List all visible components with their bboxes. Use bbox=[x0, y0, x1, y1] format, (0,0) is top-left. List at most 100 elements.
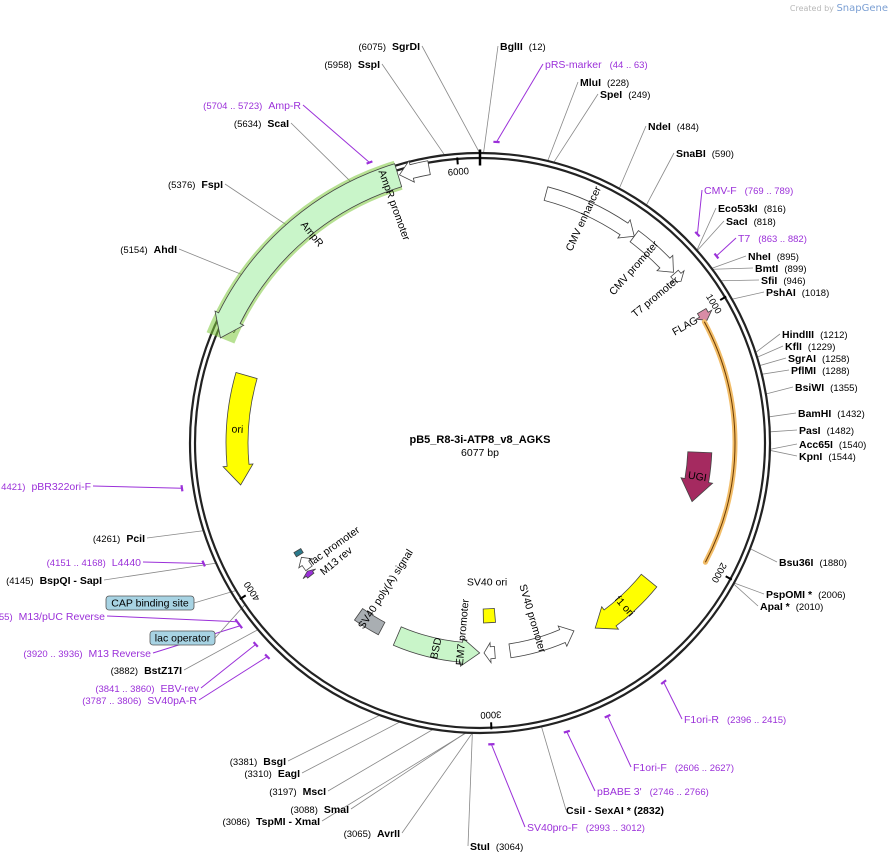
site-label[interactable]: KpnI(1544) bbox=[799, 451, 856, 463]
site-label[interactable]: (3086)TspMI - XmaI bbox=[223, 816, 321, 828]
site-position: (5376) bbox=[168, 180, 195, 191]
primer-mark bbox=[264, 653, 271, 660]
site-label[interactable]: (3197)MscI bbox=[269, 786, 326, 798]
ampr-promoter-feature[interactable] bbox=[398, 159, 431, 183]
t7-promoter-feature[interactable] bbox=[669, 269, 685, 283]
site-label[interactable]: SacI(818) bbox=[726, 216, 776, 228]
site-label[interactable]: BamHI(1432) bbox=[798, 408, 865, 420]
ugi-feature[interactable] bbox=[680, 451, 714, 503]
site-label[interactable]: BglII(12) bbox=[500, 41, 546, 53]
site-name: KflI bbox=[785, 341, 802, 353]
site-position: (1355) bbox=[830, 383, 857, 394]
site-label[interactable]: (5154)AhdI bbox=[120, 244, 177, 256]
sv40-promoter-feature[interactable] bbox=[508, 625, 575, 659]
site-label[interactable]: SfiI(946) bbox=[761, 275, 806, 287]
site-leader bbox=[553, 93, 599, 163]
site-position: (2006) bbox=[818, 590, 845, 601]
site-label[interactable]: (4145)BspQI - SapI bbox=[6, 575, 102, 587]
site-leader bbox=[696, 207, 717, 251]
site-label[interactable]: MluI(228) bbox=[580, 77, 629, 89]
site-label[interactable]: PshAI(1018) bbox=[766, 287, 829, 299]
sv40-polya-feature[interactable] bbox=[353, 608, 386, 636]
site-leader bbox=[711, 255, 747, 269]
sv40-ori-label: SV40 ori bbox=[467, 577, 507, 589]
primer-label[interactable]: T7(863 .. 882) bbox=[738, 233, 807, 245]
site-label[interactable]: ApaI *(2010) bbox=[760, 601, 823, 613]
cap-binding-site-box[interactable] bbox=[105, 595, 195, 611]
lac-operator-box[interactable] bbox=[149, 630, 216, 646]
site-label[interactable]: PasI(1482) bbox=[799, 425, 854, 437]
primer-label[interactable]: (3841 .. 3860)EBV-rev bbox=[95, 683, 199, 695]
site-label[interactable]: KflI(1229) bbox=[785, 341, 835, 353]
site-label[interactable]: (3381)BsgI bbox=[230, 756, 286, 768]
site-label[interactable]: Bsu36I(1880) bbox=[779, 557, 847, 569]
site-label[interactable]: (3882)BstZ17I bbox=[111, 665, 182, 677]
primer-leader bbox=[490, 744, 526, 828]
site-label[interactable]: NheI(895) bbox=[748, 251, 799, 263]
site-labels[interactable]: (6075)SgrDI(5958)SspIBglII(12)MluI(228)S… bbox=[0, 41, 866, 853]
primer-label[interactable]: (4402 .. 4421)pBR322ori-F bbox=[0, 481, 91, 493]
site-suffix: - SexAI * (2832) bbox=[585, 805, 664, 817]
site-name: PspOMI * bbox=[766, 589, 813, 601]
primer-label[interactable]: F1ori-R(2396 .. 2415) bbox=[684, 714, 786, 726]
site-label[interactable]: (3088)SmaI bbox=[290, 804, 349, 816]
primer-name: CMV-F bbox=[704, 185, 737, 197]
site-label[interactable]: SpeI(249) bbox=[600, 89, 650, 101]
primer-label[interactable]: CMV-F(769 .. 789) bbox=[704, 185, 793, 197]
site-label[interactable]: (5376)FspI bbox=[168, 179, 223, 191]
ori-feature[interactable] bbox=[222, 371, 258, 486]
primer-mark bbox=[234, 618, 240, 625]
site-label[interactable]: (6075)SgrDI bbox=[359, 41, 421, 53]
site-leader bbox=[732, 291, 765, 300]
flag-feature[interactable] bbox=[694, 307, 713, 321]
site-label[interactable]: HindIII(1212) bbox=[782, 329, 848, 341]
cmv-promoter-feature[interactable] bbox=[629, 230, 674, 273]
site-label[interactable]: PspOMI * (2006) bbox=[766, 589, 846, 601]
site-label[interactable]: StuI(3064) bbox=[470, 841, 523, 853]
primer-label[interactable]: pBABE 3'(2746 .. 2766) bbox=[597, 786, 709, 798]
primer-label[interactable]: SV40pro-F(2993 .. 3012) bbox=[527, 822, 645, 834]
f1-ori-feature[interactable] bbox=[594, 573, 658, 630]
site-label[interactable]: NdeI(484) bbox=[648, 121, 699, 133]
primer-name: pBABE 3' bbox=[597, 786, 642, 798]
em7-promoter-feature[interactable] bbox=[483, 641, 496, 665]
primer-label[interactable]: (3920 .. 3936)M13 Reverse bbox=[23, 648, 151, 660]
site-label[interactable]: PflMI(1288) bbox=[791, 365, 850, 377]
site-label[interactable]: CsiI - SexAI * (2832) bbox=[566, 805, 664, 817]
primer-label[interactable]: (3933 .. 3955)M13/pUC Reverse bbox=[0, 611, 105, 623]
primer-leader bbox=[566, 731, 596, 792]
site-leader bbox=[757, 345, 784, 358]
site-label[interactable]: (5634)ScaI bbox=[234, 118, 289, 130]
site-leader bbox=[381, 63, 445, 155]
site-label[interactable]: SnaBI(590) bbox=[676, 148, 734, 160]
ampr-feature[interactable] bbox=[214, 163, 403, 339]
plasmid-size: 6077 bp bbox=[461, 447, 499, 459]
lac-promoter-feature[interactable] bbox=[298, 556, 314, 572]
site-label[interactable]: BsiWI(1355) bbox=[795, 382, 858, 394]
primer-label[interactable]: (5704 .. 5723)Amp-R bbox=[203, 100, 301, 112]
site-label[interactable]: (3310)EagI bbox=[244, 768, 300, 780]
primer-label[interactable]: (3787 .. 3806)SV40pA-R bbox=[82, 695, 197, 707]
primer-label[interactable]: F1ori-F(2606 .. 2627) bbox=[633, 762, 734, 774]
primer-range: (2606 .. 2627) bbox=[675, 763, 734, 774]
site-label[interactable]: SgrAI(1258) bbox=[788, 353, 849, 365]
site-name: SnaBI bbox=[676, 148, 706, 160]
m13-rev-feature[interactable] bbox=[302, 568, 316, 580]
site-label[interactable]: (3065)AvrII bbox=[344, 828, 401, 840]
cap-site-feature[interactable] bbox=[293, 548, 304, 558]
primer-label[interactable]: (4151 .. 4168)L4440 bbox=[47, 557, 142, 569]
site-position: (1432) bbox=[837, 409, 864, 420]
site-label[interactable]: (4261)PciI bbox=[93, 533, 145, 545]
sv40-ori-feature[interactable] bbox=[482, 607, 496, 624]
site-label[interactable]: BmtI(899) bbox=[755, 263, 807, 275]
tick-label: 4000 bbox=[242, 579, 263, 603]
primer-mark bbox=[660, 679, 667, 685]
cmv-enhancer-feature[interactable] bbox=[543, 186, 635, 239]
site-label[interactable]: Eco53kI(816) bbox=[718, 203, 786, 215]
tick-label: 6000 bbox=[447, 166, 469, 179]
site-label[interactable]: Acc65I(1540) bbox=[799, 439, 866, 451]
bsd-feature[interactable] bbox=[392, 626, 481, 667]
primer-label[interactable]: pRS-marker(44 .. 63) bbox=[545, 59, 648, 71]
site-position: (1540) bbox=[839, 440, 866, 451]
site-label[interactable]: (5958)SspI bbox=[324, 59, 380, 71]
